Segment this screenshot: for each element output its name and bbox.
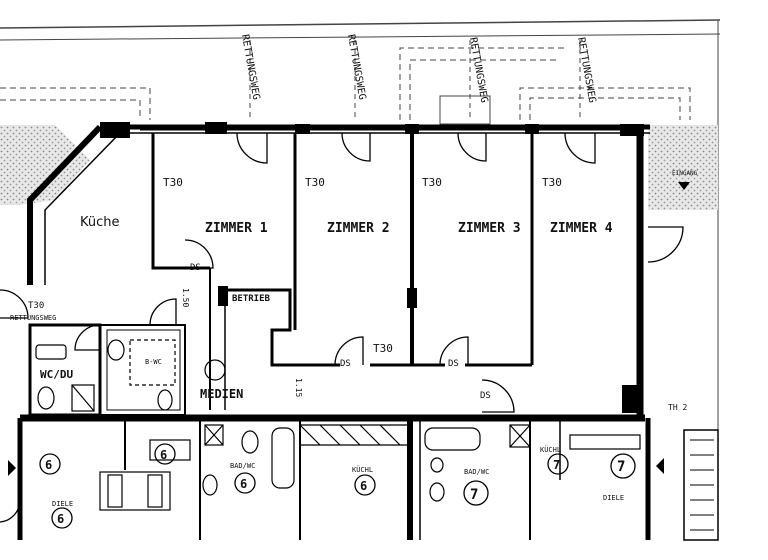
- walls: [17, 124, 719, 541]
- escape-route-label: RETTUNGSWEG: [239, 34, 261, 101]
- arrow-left-icon: [656, 458, 664, 474]
- unit-marker-label: 6: [360, 479, 367, 493]
- door-tag-t30: T30: [373, 342, 393, 355]
- escape-route-label: RETTUNGSWEG: [575, 37, 597, 104]
- unit-marker-label: 7: [617, 459, 625, 475]
- structural-columns: [100, 122, 644, 413]
- unit-marker-label: 7: [553, 458, 560, 472]
- door-tag-t30: T30: [163, 176, 183, 189]
- door-tag-ds: DS: [480, 391, 491, 401]
- door-tag-t30: T30: [305, 176, 325, 189]
- room-label-zimmer-1: ZIMMER 1: [205, 221, 268, 236]
- dimension-label: 1.50: [181, 288, 190, 307]
- room-label-zimmer-3: ZIMMER 3: [458, 221, 521, 236]
- fixtures: [35, 339, 641, 511]
- terrace-areas: [0, 125, 718, 210]
- door-tag-t30: T30: [422, 176, 442, 189]
- room-label-rettungsweg: RETTUNGSWEG: [10, 314, 56, 322]
- room-label-diele-left: DIELE: [52, 500, 73, 508]
- entry-arrow-icon: [678, 182, 690, 190]
- door-tag-ds: DS: [448, 359, 459, 369]
- door-tags: T30 T30 T30 T30 T30 T30 DS DS DS DS: [28, 176, 562, 401]
- unit-marker-label: 6: [57, 512, 64, 526]
- stairs: [690, 439, 714, 531]
- room-label-kuche: Küche: [80, 215, 120, 230]
- room-label-betrieb: BETRIEB: [232, 294, 271, 304]
- room-label-diele-right: DIELE: [603, 494, 624, 502]
- site-outline: [0, 19, 721, 540]
- room-label-wcdu: WC/DU: [40, 368, 73, 381]
- door-tag-ds: DS: [340, 359, 351, 369]
- room-label-zimmer-4: ZIMMER 4: [550, 221, 613, 236]
- room-label-th2: TH 2: [668, 403, 687, 412]
- dimension-label: 1.15: [294, 378, 303, 397]
- door-tag-t30: T30: [542, 176, 562, 189]
- room-label-medien: MEDIEN: [200, 387, 243, 401]
- room-label-kuchl: KÜCHL: [352, 465, 373, 474]
- room-label-bwc: B-WC: [145, 358, 162, 366]
- door-tag-t30: T30: [28, 301, 44, 311]
- unit-markers: [39, 443, 636, 529]
- door-swings: [0, 132, 684, 523]
- room-label-zimmer-2: ZIMMER 2: [327, 221, 390, 236]
- room-label-badwc-left: BAD/WC: [230, 462, 255, 470]
- escape-route-label: RETTUNGSWEG: [345, 34, 367, 101]
- unit-marker-label: 6: [240, 477, 247, 491]
- unit-marker-label: 6: [160, 448, 167, 462]
- unit-marker-label: 6: [45, 458, 52, 472]
- room-label-badwc-right: BAD/WC: [464, 468, 489, 476]
- unit-marker-label: 7: [470, 487, 478, 503]
- entry-label: EINGANG: [672, 170, 698, 177]
- escape-route-labels: RETTUNGSWEG RETTUNGSWEG RETTUNGSWEG RETT…: [239, 34, 597, 104]
- door-tag-ds: DS: [190, 263, 201, 273]
- room-label-kuchl-2: KÜCHL: [540, 445, 561, 454]
- arrow-right-icon: [8, 460, 16, 476]
